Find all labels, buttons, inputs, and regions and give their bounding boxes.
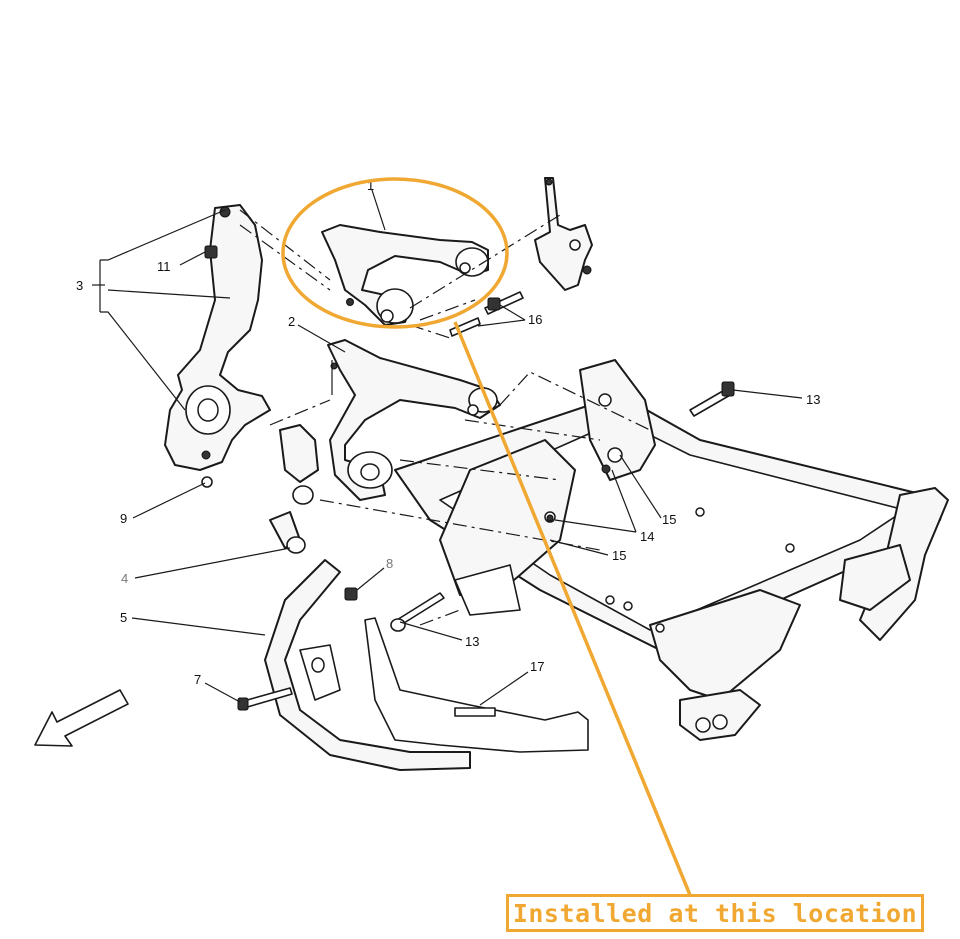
callout-17: 17 xyxy=(530,659,544,674)
callout-7: 7 xyxy=(194,672,201,687)
callout-15-lower: 15 xyxy=(612,548,626,563)
callout-15-upper: 15 xyxy=(662,512,676,527)
callout-13-lower: 13 xyxy=(465,634,479,649)
frame-crossmember xyxy=(394,359,949,741)
callout-2: 2 xyxy=(288,314,295,329)
skid-plate xyxy=(364,617,589,753)
callout-labels: 1 2 3 4 5 7 8 9 11 13 13 14 15 15 16 17 xyxy=(76,178,820,687)
callout-13-upper: 13 xyxy=(806,392,820,407)
assembly-lines xyxy=(239,209,651,626)
steering-knuckle xyxy=(164,204,271,488)
callout-4: 4 xyxy=(121,571,128,586)
callout-leaders xyxy=(92,189,803,706)
highlight-annotation xyxy=(281,177,692,896)
lower-control-arm xyxy=(327,339,501,501)
location-caption: Installed at this location xyxy=(512,898,918,928)
highlight-ellipse xyxy=(281,177,509,329)
callout-9: 9 xyxy=(120,511,127,526)
fasteners xyxy=(204,245,735,417)
upper-control-arm xyxy=(321,224,489,326)
location-caption-box: Installed at this location xyxy=(506,894,924,932)
stabilizer-bar xyxy=(237,559,471,771)
highlight-pointer-line xyxy=(453,321,692,896)
callout-3: 3 xyxy=(76,278,83,293)
stabilizer-bracket xyxy=(534,177,593,291)
callout-16: 16 xyxy=(528,312,542,327)
stabilizer-links xyxy=(269,424,358,601)
callout-5: 5 xyxy=(120,610,127,625)
callout-8: 8 xyxy=(386,556,393,571)
callout-11: 11 xyxy=(157,259,171,274)
callout-14: 14 xyxy=(640,529,654,544)
callout-1: 1 xyxy=(367,178,374,193)
front-direction-arrow-icon xyxy=(34,689,129,747)
